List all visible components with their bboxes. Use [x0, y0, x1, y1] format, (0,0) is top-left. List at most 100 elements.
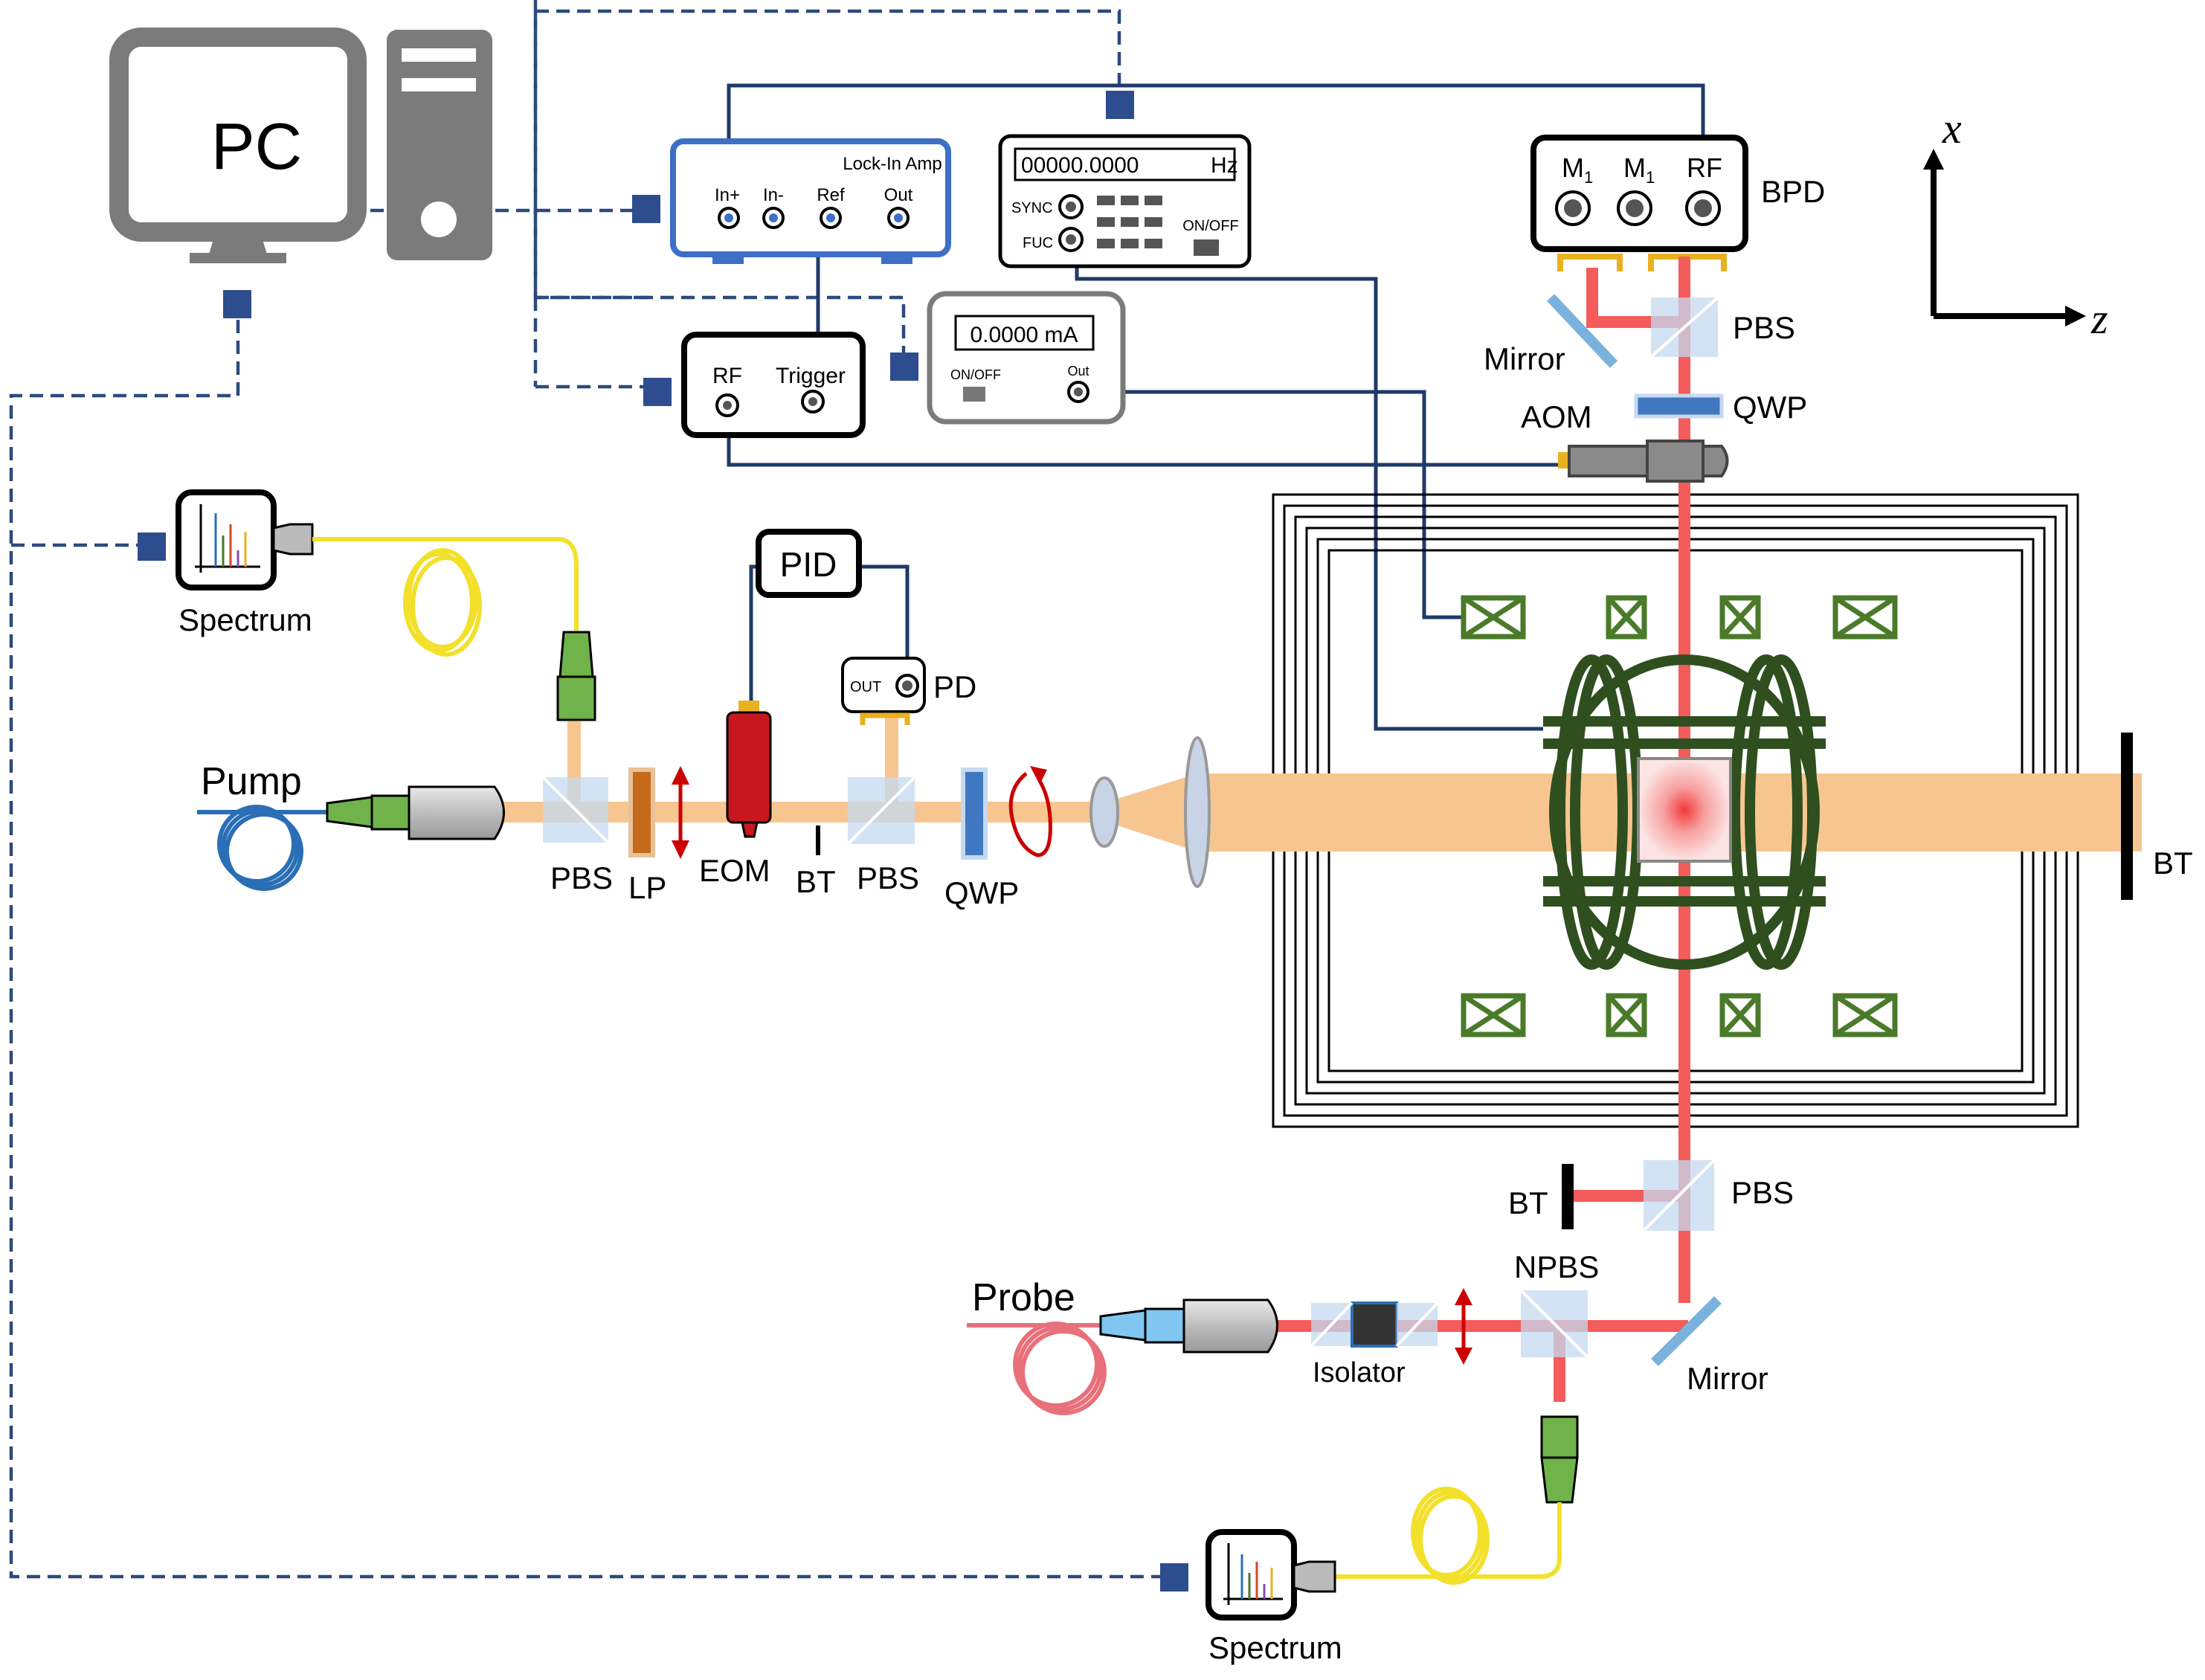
funcgen-fuc-label: FUC — [1023, 235, 1053, 251]
current-display-value: 0.0000 mA — [970, 323, 1078, 347]
balanced-photodetector[interactable]: M1 M1 RF BPD — [1530, 135, 1825, 271]
pbs-1-label: PBS — [550, 860, 613, 895]
current-display — [954, 315, 1095, 351]
funcgen-display — [1014, 147, 1236, 181]
photodiode[interactable]: OUT — [841, 657, 926, 725]
bpd-m1a-label: M — [1562, 152, 1584, 183]
rf-driver-rf-port[interactable] — [715, 393, 739, 417]
beam-trap-right — [2121, 733, 2133, 900]
function-generator[interactable]: 00000.0000 Hz SYNC FUC ON/OFF — [998, 134, 1252, 268]
pbs-probe — [1642, 1159, 1716, 1232]
axis-x-label: x — [1942, 104, 1962, 152]
funcgen-onoff-label: ON/OFF — [1182, 218, 1239, 234]
pd-out-label: OUT — [850, 679, 881, 695]
svg-text:M1: M1 — [1623, 152, 1655, 187]
pbs-probe-label: PBS — [1731, 1175, 1794, 1210]
probe-collimator — [1099, 1298, 1278, 1354]
bpd-photodiode-1 — [1557, 254, 1623, 271]
rf-driver-trigger-port[interactable] — [801, 390, 825, 413]
pbs-top-label: PBS — [1733, 310, 1795, 345]
pd-label: PD — [933, 669, 976, 704]
pc-computer[interactable]: PC — [109, 28, 492, 263]
qwp-pump — [961, 767, 988, 860]
rf-driver-rf-label: RF — [712, 364, 742, 388]
lockin-port-ref[interactable] — [820, 207, 842, 229]
npbs — [1519, 1289, 1589, 1359]
spectrum-analyzer-top[interactable] — [176, 489, 314, 590]
lockin-port-label: In- — [763, 185, 784, 205]
lockin-port-in-plus[interactable] — [718, 207, 740, 229]
bpd-rf-port[interactable] — [1685, 190, 1721, 226]
pbs-2 — [846, 776, 916, 846]
funcgen-fuc-port[interactable] — [1058, 227, 1084, 252]
vapor-cell — [1637, 757, 1732, 863]
lp-label: LP — [628, 870, 666, 905]
pid-label: PID — [780, 545, 837, 584]
mirror-top — [1546, 294, 1618, 368]
funcgen-onoff-button[interactable] — [1194, 239, 1219, 256]
mirror-bottom — [1651, 1296, 1722, 1366]
funcgen-display-value: 00000.0000 — [1021, 153, 1139, 178]
qwp-top-label: QWP — [1733, 390, 1807, 425]
funcgen-sync-label: SYNC — [1011, 200, 1053, 216]
beam-trap-probe — [1562, 1164, 1574, 1229]
current-onoff-button[interactable] — [963, 387, 985, 402]
funcgen-sync-port[interactable] — [1058, 194, 1084, 219]
eom — [726, 701, 772, 838]
coordinate-axes: x z — [1923, 104, 2108, 343]
spectrum-top-label: Spectrum — [178, 602, 312, 637]
aom — [1558, 440, 1729, 483]
pump-label: Pump — [201, 760, 302, 803]
probe-label: Probe — [972, 1276, 1075, 1319]
current-out-label: Out — [1067, 364, 1089, 379]
rf-driver[interactable]: RF Trigger — [681, 332, 866, 438]
lockin-port-out[interactable] — [887, 207, 910, 229]
pd-out-port[interactable] — [895, 674, 919, 698]
spectrum-analyzer-bottom[interactable] — [1205, 1529, 1336, 1621]
npbs-label: NPBS — [1514, 1249, 1599, 1284]
pid-controller[interactable]: PID — [756, 529, 862, 598]
pump-collimator — [326, 785, 505, 840]
bt-probe-label: BT — [1508, 1185, 1548, 1220]
lockin-port-label: In+ — [715, 185, 740, 205]
fiber-yellow-top — [312, 537, 579, 657]
qwp-top — [1634, 393, 1724, 419]
bt-right-label: BT — [2153, 846, 2193, 881]
lockin-title: Lock-In Amp — [843, 154, 941, 174]
mirror-bottom-label: Mirror — [1687, 1361, 1768, 1396]
pc-monitor-stand — [208, 232, 268, 257]
spectrum-icon — [1223, 1543, 1283, 1605]
lens-small — [1089, 776, 1119, 848]
funcgen-keypad[interactable] — [1097, 196, 1162, 248]
polarization-arrow-probe — [1455, 1288, 1472, 1365]
bpd-m1a-port[interactable] — [1555, 190, 1591, 226]
lockin-port-in-minus[interactable] — [762, 207, 785, 229]
mirror-top-label: Mirror — [1484, 341, 1565, 376]
qwp-pump-label: QWP — [944, 875, 1019, 910]
probe-fiber — [967, 1322, 1107, 1415]
fiber-coupler-bottom — [1540, 1415, 1579, 1504]
rf-driver-trigger-label: Trigger — [776, 364, 846, 388]
polarization-arrow-pump — [672, 766, 689, 859]
lockin-port-label: Out — [884, 185, 913, 205]
optical-isolator — [1310, 1301, 1439, 1348]
bt-eom-label: BT — [796, 864, 836, 899]
current-out-port[interactable] — [1067, 381, 1089, 403]
bpd-m1b-port[interactable] — [1617, 190, 1652, 226]
pbs-2-label: PBS — [857, 860, 919, 895]
pc-label: PC — [211, 109, 302, 183]
circular-polarization-icon — [1008, 766, 1052, 857]
linear-polarizer — [628, 767, 655, 857]
svg-text:M1: M1 — [1562, 152, 1593, 187]
current-source[interactable]: 0.0000 mA ON/OFF Out — [927, 291, 1126, 425]
pump-fiber — [197, 805, 327, 891]
eom-label: EOM — [699, 853, 770, 888]
lock-in-amplifier[interactable]: Lock-In Amp In+ In- Ref Out — [670, 138, 951, 264]
spectrum-icon — [195, 504, 260, 573]
fiber-yellow-bottom — [1335, 1487, 1562, 1585]
funcgen-unit: Hz — [1211, 153, 1238, 178]
bpd-m1b-label: M — [1623, 152, 1646, 183]
pbs-1 — [541, 776, 610, 844]
helmholtz-coil-assembly — [1543, 654, 1826, 970]
